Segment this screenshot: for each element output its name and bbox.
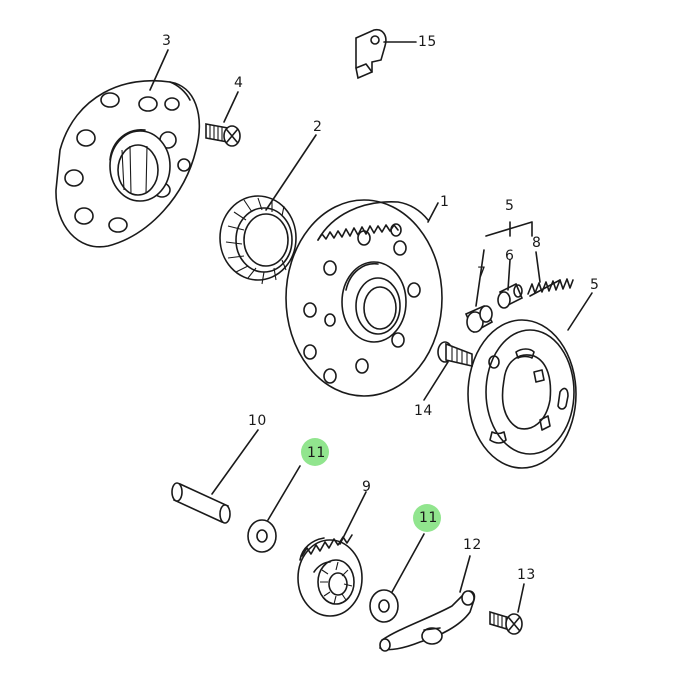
callout-4: 4 [234, 75, 244, 91]
washer-part-11-right [369, 589, 399, 623]
highlight-marker-11-right [413, 504, 441, 532]
callout-12: 12 [463, 537, 482, 553]
callout-6: 6 [505, 248, 515, 264]
callout-14: 14 [414, 403, 433, 419]
callout-15: 15 [418, 34, 437, 50]
bolt-part-14 [437, 341, 473, 368]
gear-part-9 [297, 534, 363, 617]
washer-part-11-left [247, 519, 277, 553]
callout-11-left: 11 [307, 445, 326, 461]
bracket-part-15 [355, 28, 387, 80]
callout-9: 9 [362, 479, 372, 495]
callout-1: 1 [440, 194, 450, 210]
screw-part-13 [489, 610, 523, 635]
bearing-part-2 [219, 195, 297, 285]
plate-part-3 [55, 79, 200, 248]
callout-11-right: 11 [419, 510, 438, 526]
leader-lines [149, 41, 593, 613]
shaft-part-10 [171, 482, 231, 524]
roller-part-7 [464, 304, 494, 334]
callout-5-top: 5 [505, 198, 515, 214]
callout-3: 3 [162, 33, 172, 49]
gear-part-1 [285, 199, 443, 397]
plunger-part-6 [497, 282, 524, 309]
callout-10: 10 [248, 413, 267, 429]
callout-7: 7 [477, 265, 487, 281]
callout-8: 8 [532, 235, 542, 251]
lever-part-12 [379, 590, 476, 652]
highlight-marker-11-left [301, 438, 329, 466]
screw-part-4 [205, 123, 241, 147]
clutch-outer-part-5 [467, 319, 577, 469]
callout-5-right: 5 [590, 277, 600, 293]
callout-13: 13 [517, 567, 536, 583]
callout-2: 2 [313, 119, 323, 135]
spring-part-8 [527, 278, 574, 297]
